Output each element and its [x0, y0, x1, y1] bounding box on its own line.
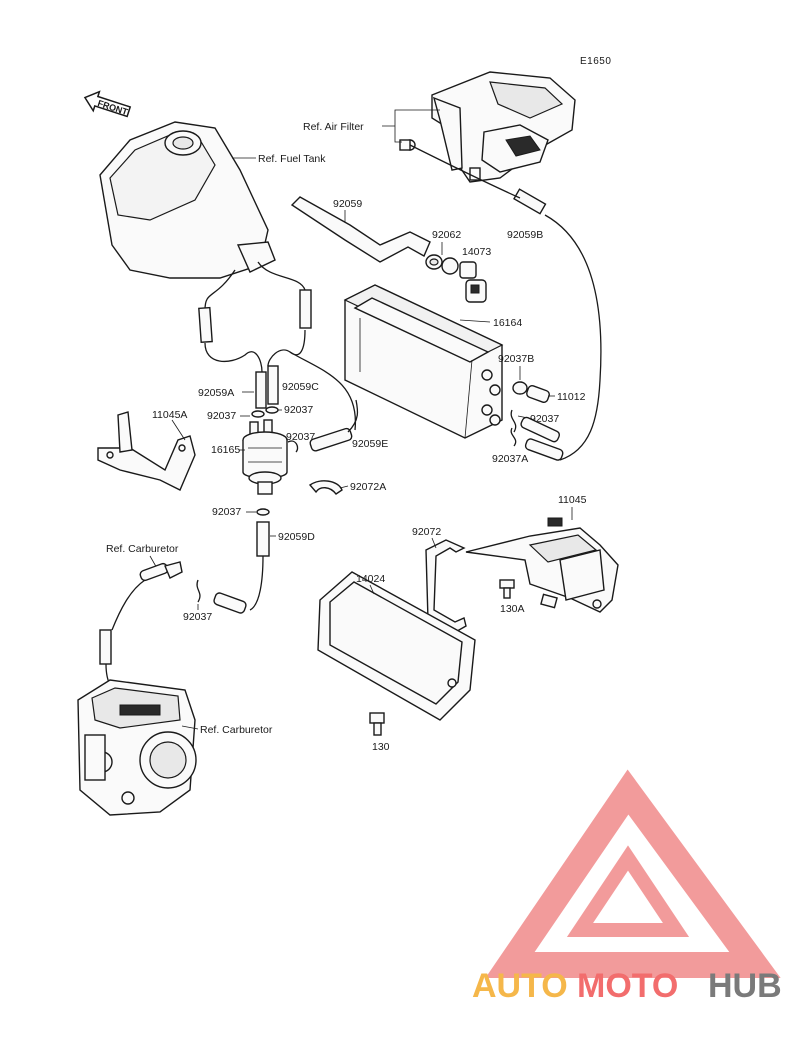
hose-segment	[524, 438, 564, 461]
fuel-tank	[99, 121, 276, 279]
clip-92037	[196, 579, 201, 603]
label-11045: 11045	[558, 494, 587, 506]
label-92037-c: 92037	[286, 431, 315, 443]
hose-92059E	[309, 427, 353, 452]
label-92037-d: 92037	[212, 506, 241, 518]
hose-92059C	[267, 365, 279, 405]
label-92037-b: 92037	[284, 404, 313, 416]
label-16164: 16164	[493, 317, 522, 329]
clip-92037	[251, 410, 265, 418]
label-92072: 92072	[412, 526, 441, 538]
label-92062: 92062	[432, 229, 461, 241]
ref-air-filter-label: Ref. Air Filter	[303, 121, 364, 133]
watermark-text-moto: MOTO	[577, 967, 678, 1005]
label-92059E: 92059E	[352, 438, 388, 450]
hose-92059A	[255, 371, 267, 409]
automotohub-logo-icon	[485, 769, 781, 978]
canister-16164	[343, 284, 504, 439]
air-filter-housing	[399, 71, 576, 183]
label-11012: 11012	[557, 391, 586, 403]
ref-fuel-tank-label: Ref. Fuel Tank	[258, 153, 326, 165]
diagram-code: E1650	[580, 56, 611, 67]
ref-carburetor-bottom-label: Ref. Carburetor	[200, 724, 273, 736]
label-130: 130	[372, 741, 390, 753]
bracket-11045A	[97, 411, 196, 491]
label-14073: 14073	[462, 246, 491, 258]
hose-92059D	[256, 521, 270, 557]
hose-segment	[299, 289, 312, 329]
label-92059D: 92059D	[278, 531, 315, 543]
watermark-text-auto: AUTO	[472, 967, 568, 1005]
carburetor-body	[77, 679, 197, 816]
hose-92059B	[513, 188, 547, 215]
cover-14024	[317, 571, 476, 721]
front-arrow-icon: FRONT	[83, 90, 132, 118]
label-92037-e: 92037	[183, 611, 212, 623]
clamp-92072A	[308, 480, 343, 495]
watermark-text-hub: HUB	[708, 967, 782, 1005]
bolt-130A	[499, 579, 515, 599]
label-92037A: 92037A	[492, 453, 528, 465]
hose-segment	[520, 416, 561, 443]
label-92037B: 92037B	[498, 353, 534, 365]
label-92059C: 92059C	[282, 381, 319, 393]
clip-92037	[510, 409, 517, 433]
label-11045A: 11045A	[152, 409, 187, 421]
hose-11012	[526, 385, 550, 403]
label-92037-a: 92037	[207, 410, 236, 422]
fuel-filter-16165	[242, 419, 288, 495]
hose-segment	[198, 306, 213, 344]
hose-segment	[213, 592, 247, 614]
clip-92037	[265, 406, 279, 414]
label-92059A: 92059A	[198, 387, 234, 399]
ref-carburetor-top-label: Ref. Carburetor	[106, 543, 179, 555]
clip-92037	[287, 440, 299, 453]
bracket-11045	[465, 517, 619, 613]
label-16165: 16165	[211, 444, 240, 456]
hose-segment	[99, 629, 112, 665]
carburetor-fitting	[139, 561, 183, 582]
bolt-130	[369, 712, 385, 736]
clamp-92037B	[512, 381, 528, 395]
label-92059: 92059	[333, 198, 362, 210]
clip-92037	[256, 508, 270, 516]
label-130A: 130A	[500, 603, 525, 615]
label-92059B: 92059B	[507, 229, 543, 241]
cap-14073	[459, 261, 487, 303]
clamp-92062	[425, 254, 459, 275]
hose-92059	[290, 196, 431, 263]
label-14024: 14024	[356, 573, 385, 585]
label-92072A: 92072A	[350, 481, 386, 493]
